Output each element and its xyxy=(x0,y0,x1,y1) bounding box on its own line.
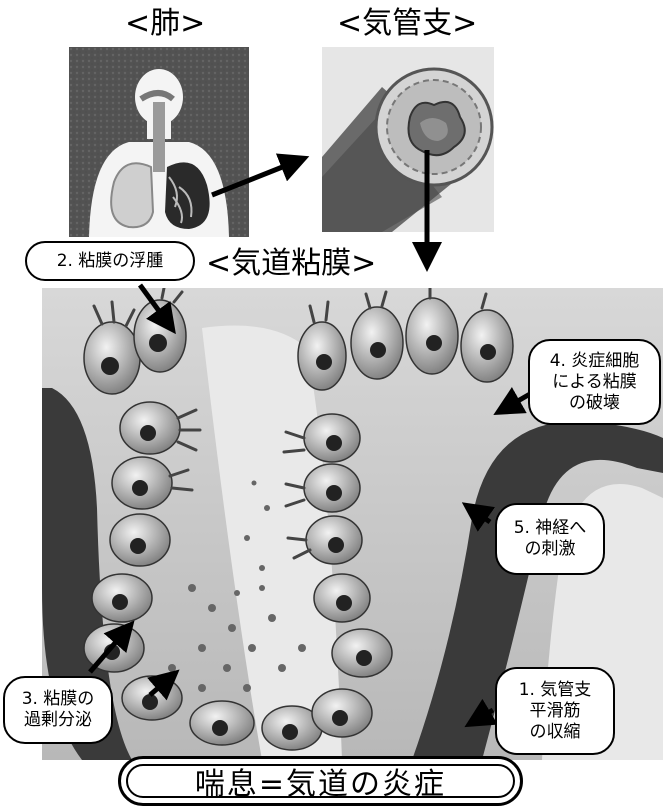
callout-nerve-stimulation: 5. 神経へ の刺激 xyxy=(495,503,605,575)
callout-edema: 2. 粘膜の浮腫 xyxy=(25,241,195,281)
callout-hypersecretion: 3. 粘膜の 過剰分泌 xyxy=(3,676,113,744)
page-title: 喘息=気道の炎症 xyxy=(195,759,446,803)
title-banner: 喘息=気道の炎症 xyxy=(118,756,523,806)
arrow-secretion-2 xyxy=(150,676,172,695)
arrow-edema xyxy=(140,285,170,326)
callout-inflammatory-cells: 4. 炎症細胞 による粘膜 の破壊 xyxy=(528,339,661,425)
callout-smooth-muscle: 1. 気管支 平滑筋 の収縮 xyxy=(495,667,615,755)
arrow-nerve xyxy=(470,508,490,522)
arrow-lung-to-bronchus xyxy=(212,160,300,195)
arrow-inflammatory-cells xyxy=(502,394,530,410)
arrow-secretion-1 xyxy=(90,628,128,672)
arrow-smooth-muscle xyxy=(473,710,493,722)
